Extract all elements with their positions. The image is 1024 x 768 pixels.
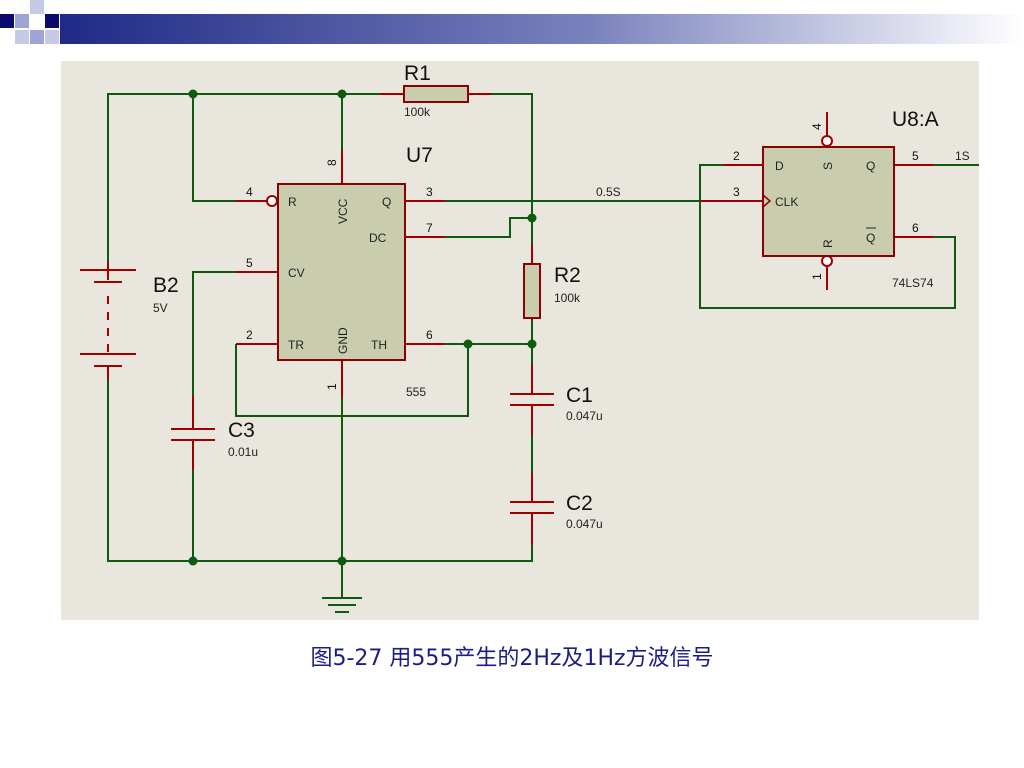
c2-ref: C2 — [566, 492, 593, 515]
r2-value: 100k — [554, 291, 581, 305]
u7-part: 555 — [406, 385, 426, 399]
circuit-schematic: B2 5V R1 100k R2 100k C1 0.047u C2 0.047… — [80, 62, 979, 613]
wire-top-rail — [107, 93, 404, 280]
battery-b2 — [80, 262, 136, 380]
header-square-light-1 — [15, 14, 29, 28]
wires — [107, 93, 979, 580]
u7-pin-no-1: 1 — [325, 383, 339, 390]
u7-pin-tr: TR — [288, 338, 304, 352]
u8-pin-q: Q — [866, 159, 875, 173]
u8-pin-r: R — [821, 239, 835, 248]
junction-th-r2 — [527, 339, 537, 349]
u7-pin-no-4: 4 — [246, 185, 253, 199]
u7-pin-no-5: 5 — [246, 256, 253, 270]
junction-top-vcc — [337, 89, 347, 99]
c3-ref: C3 — [228, 419, 255, 442]
c3-value: 0.01u — [228, 445, 258, 459]
u7-pin-th: TH — [371, 338, 387, 352]
header-square-light-5 — [45, 30, 59, 44]
r1-ref: R1 — [404, 62, 431, 85]
u8-pin-no-6: 6 — [912, 221, 919, 235]
u7-pin-r: R — [288, 195, 297, 209]
b2-ref: B2 — [153, 274, 179, 297]
r1-value: 100k — [404, 105, 431, 119]
header-square-light-2 — [30, 0, 44, 14]
junction-top-left — [188, 89, 198, 99]
wire-ff-feedback — [699, 164, 956, 309]
u7-pin-q: Q — [382, 195, 391, 209]
figure-caption: 图5-27 用555产生的2Hz及1Hz方波信号 — [310, 646, 714, 671]
u7-pin-no-6: 6 — [426, 328, 433, 342]
u7-pin-dc: DC — [369, 231, 387, 245]
ic-u7-555 — [236, 150, 445, 398]
junctions — [188, 89, 537, 566]
capacitor-c2 — [510, 473, 554, 545]
u7-pin-cv: CV — [288, 266, 305, 280]
junction-bottom-gnd — [337, 556, 347, 566]
wire-bottom-rail — [107, 380, 533, 562]
junction-th-loop — [463, 339, 473, 349]
resistor-r2 — [523, 244, 541, 320]
u7-pin-no-2: 2 — [246, 328, 253, 342]
wire-reset — [192, 94, 236, 202]
u8-pin-no-5: 5 — [912, 149, 919, 163]
header-square-dark-2 — [45, 14, 59, 28]
u8-pin-qbar: Q — [866, 231, 875, 245]
net-label-555-out: 0.5S — [596, 185, 621, 199]
u8-part: 74LS74 — [892, 276, 934, 290]
u8-pin-no-1: 1 — [810, 273, 824, 280]
header-square-dark-1 — [0, 14, 14, 28]
header-gradient-stripe — [60, 14, 1024, 44]
u7-pin-gnd: GND — [336, 327, 350, 354]
u8-pin-d: D — [775, 159, 784, 173]
junction-bottom-c3 — [188, 556, 198, 566]
u8-pin-clk: CLK — [775, 195, 798, 209]
u8-pin-no-4: 4 — [810, 123, 824, 130]
resistor-r1 — [380, 85, 492, 103]
wire-tr — [235, 344, 469, 417]
c1-ref: C1 — [566, 384, 593, 407]
capacitor-c3 — [171, 396, 215, 470]
u8-pin-no-2: 2 — [733, 149, 740, 163]
b2-value: 5V — [153, 301, 168, 315]
u8-pin-s: S — [821, 162, 835, 170]
ic-u8a-74ls74 — [700, 112, 934, 290]
header-square-light-3 — [30, 30, 44, 44]
slide-header-bar — [0, 0, 1024, 44]
u8-pin-no-3: 3 — [733, 185, 740, 199]
header-square-light-4 — [15, 30, 29, 44]
c1-value: 0.047u — [566, 409, 603, 423]
r2-ref: R2 — [554, 264, 581, 287]
junction-dc-node — [527, 213, 537, 223]
wire-dc — [445, 217, 532, 238]
schematic-panel: B2 5V R1 100k R2 100k C1 0.047u C2 0.047… — [61, 61, 979, 620]
u7-pin-no-8: 8 — [325, 159, 339, 166]
net-label-ff-out: 1S — [955, 149, 970, 163]
u7-pin-vcc: VCC — [336, 198, 350, 224]
wire-cv — [192, 271, 236, 396]
u7-ref: U7 — [406, 144, 433, 167]
capacitor-c1 — [510, 365, 554, 435]
wire-r1-to-node — [468, 93, 533, 218]
c2-value: 0.047u — [566, 517, 603, 531]
u7-pin-no-3: 3 — [426, 185, 433, 199]
u8-ref: U8:A — [892, 108, 939, 131]
u7-pin-no-7: 7 — [426, 221, 433, 235]
ground-symbol — [322, 580, 362, 613]
